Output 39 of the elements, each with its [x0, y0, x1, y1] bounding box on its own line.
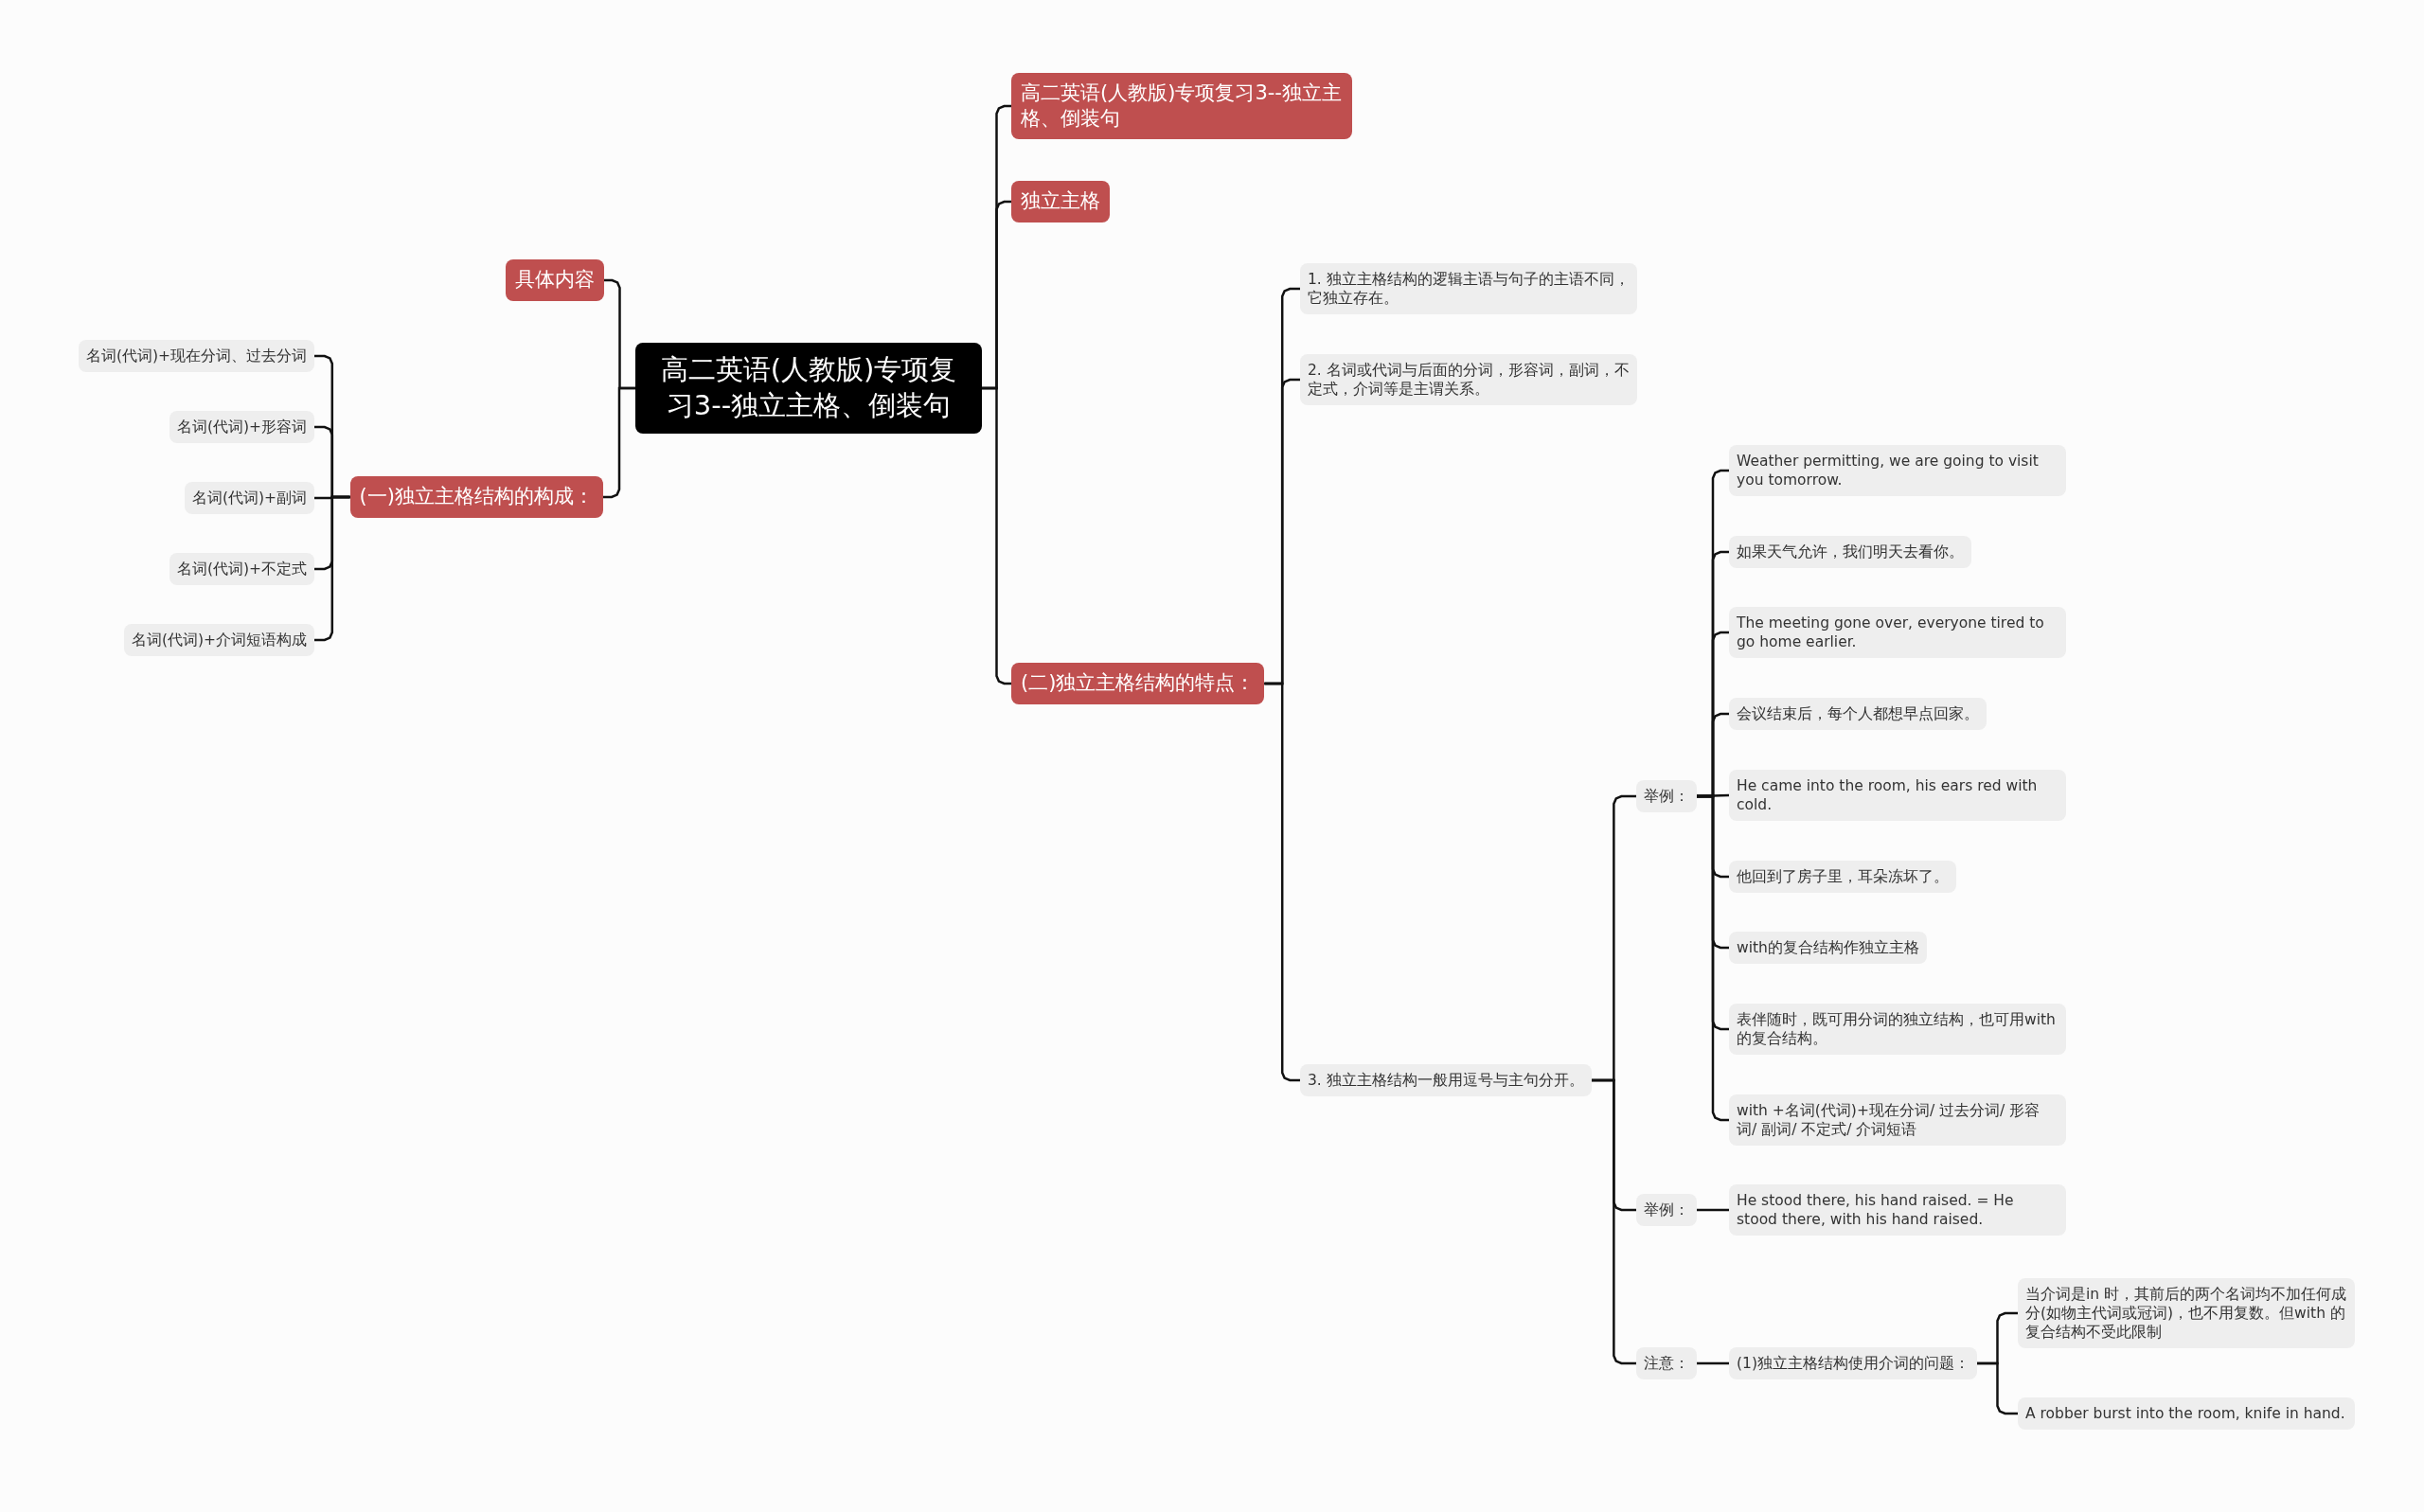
- subtopic-box: 名词(代词)+形容词: [169, 410, 314, 444]
- subtopic-box: 举例：: [1636, 779, 1697, 813]
- topic-box: 高二英语(人教版)专项复习3--独立主格、倒装句: [1011, 72, 1352, 140]
- subtopic-box: A robber burst into the room, knife in hand.: [2018, 1396, 2355, 1431]
- subtopic-box: with的复合结构作独立主格: [1729, 931, 1927, 965]
- connector-line: [1591, 1078, 1636, 1365]
- subtopic-box: 名词(代词)+副词: [184, 481, 314, 515]
- subtopic-box: 当介词是in 时，其前后的两个名词均不加任何成分(如物主代词或冠词)，也不用复数。但with 的复合结构不受此限制: [2018, 1277, 2355, 1349]
- central-topic-box: 高二英语(人教版)专项复习3--独立主格、倒装句: [635, 343, 982, 434]
- topic-box: (一)独立主格结构的构成：: [349, 476, 603, 518]
- connector-line: [982, 386, 1011, 685]
- subtopic-box: 注意：: [1636, 1346, 1697, 1380]
- subtopic-box: (1)独立主格结构使用介词的问题：: [1729, 1346, 1977, 1380]
- connector-line: [1697, 1361, 1729, 1365]
- connector-line: [1264, 682, 1300, 1082]
- connector-line: [1976, 1361, 2018, 1415]
- subtopic-box: 3. 独立主格结构一般用逗号与主句分开。: [1300, 1063, 1592, 1097]
- topic-box: (二)独立主格结构的特点：: [1011, 663, 1265, 704]
- subtopic-box: 如果天气允许，我们明天去看你。: [1729, 535, 1971, 569]
- subtopic-box: Weather permitting, we are going to visit you tomorrow.: [1729, 444, 2066, 497]
- subtopic-box: 2. 名词或代词与后面的分词，形容词，副词，不定式，介词等是主谓关系。: [1300, 353, 1637, 406]
- subtopic-box: 会议结束后，每个人都想早点回家。: [1729, 697, 1987, 731]
- subtopic-box: 名词(代词)+介词短语构成: [123, 623, 314, 657]
- connector-line: [314, 495, 350, 642]
- subtopic-box: 表伴随时，既可用分词的独立结构，也可用with的复合结构。: [1729, 1003, 2066, 1056]
- subtopic-box: He stood there, his hand raised. = He stood there, with his hand raised.: [1729, 1183, 2066, 1236]
- subtopic-box: 名词(代词)+不定式: [169, 552, 314, 586]
- subtopic-box: 他回到了房子里，耳朵冻坏了。: [1729, 860, 1956, 894]
- subtopic-box: 举例：: [1636, 1193, 1697, 1227]
- topic-box: 具体内容: [506, 259, 604, 301]
- subtopic-box: The meeting gone over, everyone tired to go home earlier.: [1729, 606, 2066, 659]
- subtopic-box: 1. 独立主格结构的逻辑主语与句子的主语不同，它独立存在。: [1300, 262, 1637, 315]
- subtopic-box: 名词(代词)+现在分词、过去分词: [78, 339, 314, 373]
- topic-box: 独立主格: [1011, 181, 1110, 222]
- subtopic-box: with +名词(代词)+现在分词/ 过去分词/ 形容词/ 副词/ 不定式/ 介词短语: [1729, 1094, 2066, 1147]
- connector-line: [1697, 1208, 1729, 1212]
- subtopic-box: He came into the room, his ears red with cold.: [1729, 769, 2066, 822]
- connector-line: [603, 386, 635, 499]
- connector-line: [1697, 794, 1729, 1122]
